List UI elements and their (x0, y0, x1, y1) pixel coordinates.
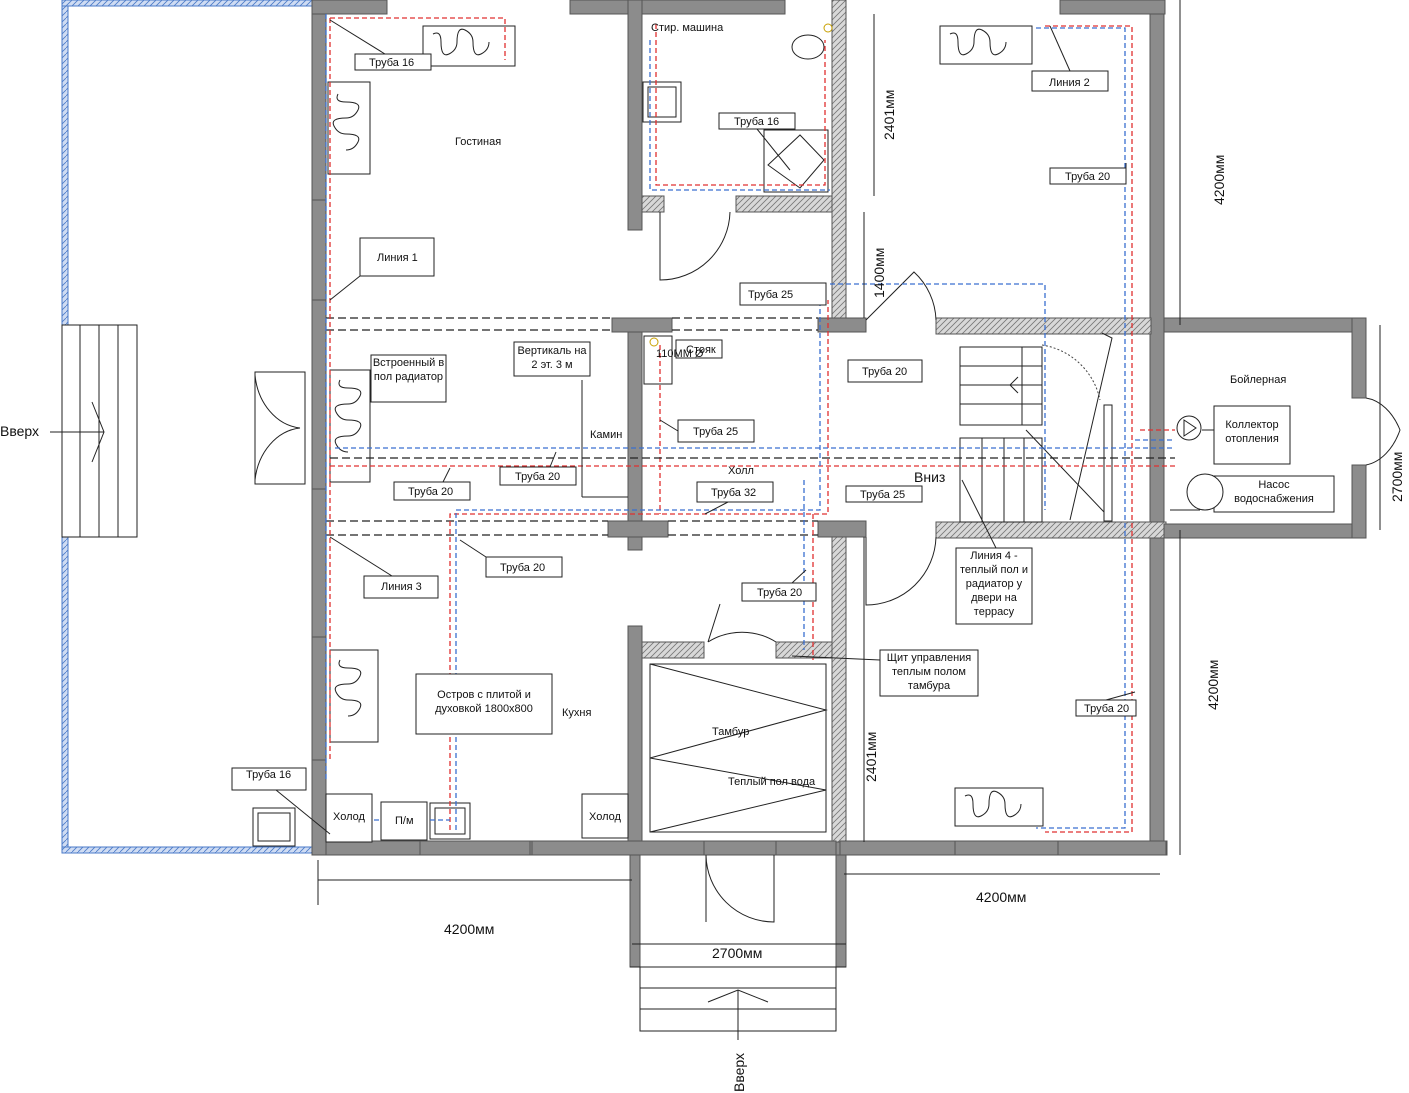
water-pump-box: Насос водоснабжения (1234, 479, 1314, 505)
pipe20-lower-label: Труба 20 (757, 587, 802, 599)
bathroom-fixtures (252, 34, 829, 847)
outer-walls (311, 0, 1367, 968)
water-pump-icon (1186, 473, 1224, 511)
kitchen-label: Кухня (562, 707, 591, 719)
drain-icon (823, 23, 833, 33)
radiators (327, 25, 1044, 827)
dim-bottom-right: 4200мм (976, 889, 1026, 905)
riser-diameter-label: 110ММ Ø (656, 348, 704, 360)
inner-stair (959, 332, 1113, 523)
riser-label: Стояк (686, 344, 716, 356)
annotation-boxes (231, 53, 1335, 843)
dim-lower-vertical: 2401мм (863, 732, 879, 782)
line4-label: Линия 4 - теплый пол и радиатор у двери … (960, 550, 1028, 618)
living-room-label: Гостиная (455, 136, 501, 148)
pipe20-right-bottom-label: Труба 20 (1084, 703, 1129, 715)
dim-top-vertical: 2401мм (881, 90, 897, 140)
dim-bottom-center: 2700мм (712, 945, 762, 961)
up-left-label: Вверх (0, 423, 39, 439)
control-panel-box: Щит управления теплым полом тамбура (886, 652, 972, 692)
fridge-left-label: Холод (333, 811, 366, 823)
fireplace-label: Камин (590, 429, 622, 441)
control-panel-label: Щит управления теплым полом тамбура (886, 652, 972, 692)
down-label: Вниз (914, 469, 945, 485)
pipe32-label: Труба 32 (711, 487, 756, 499)
builtin-radiator-box: Встроенный в пол радиатор (372, 357, 445, 383)
water-pump-label: Насос водоснабжения (1234, 479, 1314, 505)
line3-label: Линия 3 (381, 581, 422, 593)
builtin-radiator-label: Встроенный в пол радиатор (372, 357, 445, 383)
dim-right-bottom: 4200мм (1205, 660, 1221, 710)
pipe20-right-top-label: Труба 20 (1065, 171, 1110, 183)
laundry-label: Стир. машина (651, 22, 724, 34)
dim-bottom-left: 4200мм (444, 921, 494, 937)
pipe25-mid-label: Труба 25 (748, 289, 793, 301)
left-stair (50, 324, 138, 538)
vestibule-warm-floor (649, 663, 828, 833)
dim-mid-vertical: 1400мм (871, 248, 887, 298)
hall-label: Холл (728, 465, 754, 477)
vestibule-floor-label: Теплый пол вода (728, 776, 816, 788)
pipe20-kitchen-label: Труба 20 (500, 562, 545, 574)
boiler-room-label: Бойлерная (1230, 374, 1286, 386)
line2-label: Линия 2 (1049, 77, 1090, 89)
pipe20-stair-label: Труба 20 (862, 366, 907, 378)
dim-right-top: 4200мм (1211, 155, 1227, 205)
line1-label: Линия 1 (377, 252, 418, 264)
leader-lines (275, 19, 1214, 835)
pipe16-bath-label: Труба 16 (734, 116, 779, 128)
doors (254, 211, 1401, 923)
collector-pump-icon (1176, 415, 1202, 441)
up-bottom-label: Вверх (731, 1053, 747, 1092)
pipe20-hall-b-label: Труба 20 (515, 471, 560, 483)
hot-pipes (329, 17, 1175, 833)
line4-box: Линия 4 - теплый пол и радиатор у двери … (960, 550, 1028, 618)
island-label: Остров с плитой и духовкой 1800x800 (435, 689, 533, 715)
riser-icon (649, 337, 659, 347)
pipe16-top-label: Труба 16 (369, 57, 414, 69)
dishwasher-label: П/м (395, 815, 414, 827)
heating-collector-label: Коллектор отопления (1225, 419, 1279, 445)
pipe25-hall2-label: Труба 25 (860, 489, 905, 501)
partitions (326, 317, 818, 536)
entrance-steps (639, 966, 837, 1040)
vertical-box: Вертикаль на 2 эт. 3 м (517, 345, 587, 371)
dim-boiler: 2700мм (1389, 452, 1405, 502)
island-box: Остров с плитой и духовкой 1800x800 (435, 689, 533, 715)
cold-pipes (325, 14, 1175, 830)
vertical-label: Вертикаль на 2 эт. 3 м (517, 345, 587, 371)
vestibule-label: Тамбур (712, 726, 749, 738)
pipe25-hall-label: Труба 25 (693, 426, 738, 438)
pipe20-hall-a-label: Труба 20 (408, 486, 453, 498)
pump-arrow-icon (1183, 419, 1197, 437)
fridge-right-label: Холод (589, 811, 622, 823)
dimension-lines (317, 0, 1381, 945)
heating-collector-box: Коллектор отопления (1225, 419, 1279, 445)
pipe16-bottom-label: Труба 16 (246, 769, 291, 781)
